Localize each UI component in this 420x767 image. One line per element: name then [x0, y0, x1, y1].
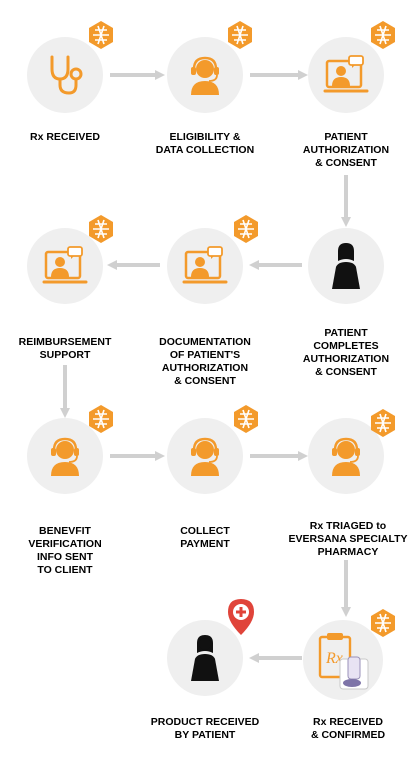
hex-badge-icon: [89, 215, 113, 243]
video-call-monitor-icon: [323, 55, 369, 93]
video-call-monitor-icon: [182, 246, 228, 284]
female-patient-icon: [332, 243, 360, 289]
step-5-circle: [167, 228, 243, 304]
step-6-circle: [27, 228, 103, 304]
step-2-label: ELIGIBILITY & DATA COLLECTION: [155, 131, 255, 156]
step-7-label: BENEVFIT VERIFICATION INFO SENT TO CLIEN…: [28, 525, 102, 576]
agent-headset-icon: [191, 56, 219, 95]
step-6-label: REIMBURSEMENT SUPPORT: [18, 336, 112, 361]
step-1-label: Rx RECEIVED: [29, 131, 101, 143]
hex-badge-icon: [89, 21, 113, 49]
step-3-label: PATIENT AUTHORIZATION & CONSENT: [302, 131, 390, 169]
agent-headset-icon: [51, 437, 79, 476]
hex-badge-icon: [228, 21, 252, 49]
step-3-circle: [308, 37, 384, 113]
step-9-label: Rx TRIAGED to EVERSANA SPECIALTY PHARMAC…: [288, 520, 408, 558]
step-4-label: PATIENT COMPLETES AUTHORIZATION & CONSEN…: [302, 327, 390, 378]
hex-badge-icon: [234, 405, 258, 433]
hex-badge-icon: [234, 215, 258, 243]
svg-text:Rx: Rx: [325, 650, 343, 667]
step-10-circle: Rx: [303, 620, 383, 700]
hex-badge-icon: [89, 405, 113, 433]
hex-badge-icon: [371, 21, 395, 49]
hex-badge-icon: [371, 609, 395, 637]
stethoscope-icon: [50, 55, 83, 95]
step-8-label: COLLECT PAYMENT: [180, 525, 230, 550]
step-11-label: PRODUCT RECEIVED BY PATIENT: [150, 716, 260, 741]
agent-headset-icon: [191, 437, 219, 476]
female-patient-icon: [191, 635, 219, 681]
step-2-circle: [167, 37, 243, 113]
step-7-circle: [27, 418, 103, 494]
location-pin-icon: [228, 599, 254, 635]
prescription-clipboard-icon: Rx: [318, 633, 369, 690]
step-1-circle: [27, 37, 103, 113]
step-8-circle: [167, 418, 243, 494]
hex-badge-icon: [371, 409, 395, 437]
step-4-circle: [308, 228, 384, 304]
step-5-label: DOCUMENTATION OF PATIENT'S AUTHORIZATION…: [159, 336, 251, 387]
step-9-circle: [308, 418, 384, 494]
agent-headset-icon: [332, 437, 360, 476]
video-call-monitor-icon: [42, 246, 88, 284]
step-10-label: Rx RECEIVED & CONFIRMED: [310, 716, 386, 741]
step-11-circle: [167, 620, 243, 696]
